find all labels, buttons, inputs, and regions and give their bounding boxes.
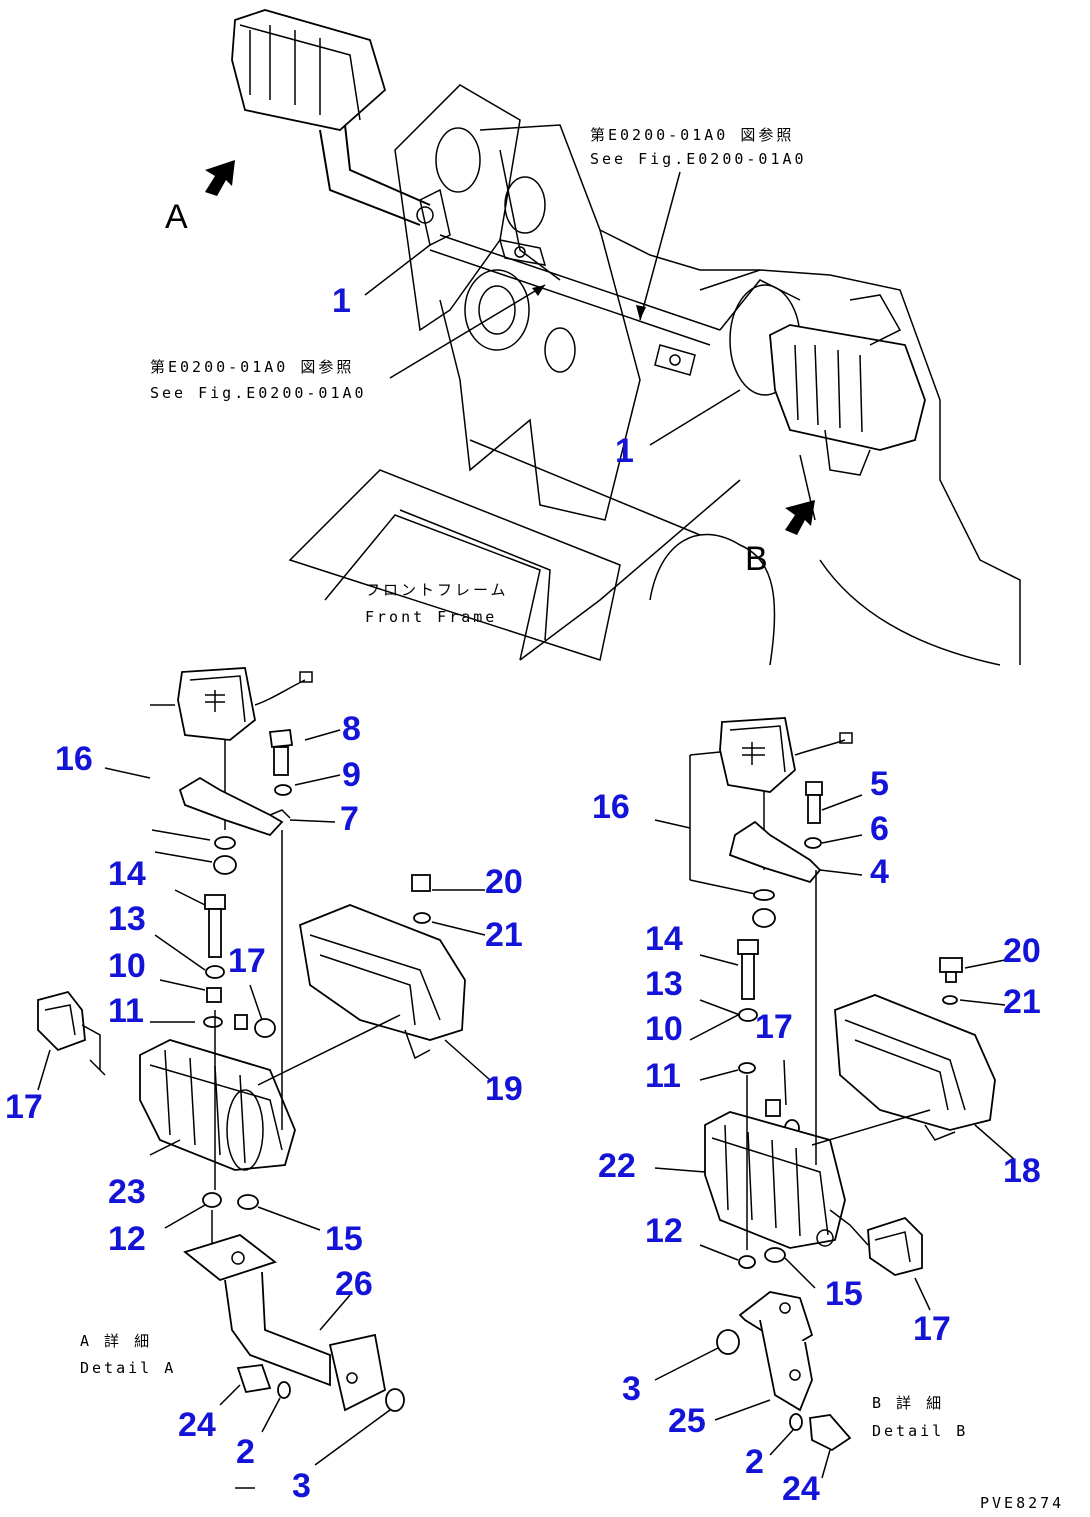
callout-16-b: 16 [592,788,630,826]
callout-6: 6 [870,810,889,848]
detail-a-en: Detail A [80,1359,176,1377]
callout-26: 26 [335,1265,373,1303]
callout-17-b1: 17 [755,1008,793,1046]
detail-b-jp: B 詳 細 [872,1394,944,1412]
callout-7: 7 [340,800,359,838]
callout-20-a: 20 [485,863,523,901]
detail-b-en: Detail B [872,1422,968,1440]
front-frame-en: Front Frame [365,608,497,626]
callout-17-a1: 17 [228,942,266,980]
callout-20-b: 20 [1003,932,1041,970]
callout-5: 5 [870,765,889,803]
callout-10-b: 10 [645,1010,683,1048]
callout-13-a: 13 [108,900,146,938]
callout-1-right: 1 [615,432,634,470]
ref-note-2-en: See Fig.E0200-01A0 [150,384,367,402]
callout-3-b: 3 [622,1370,641,1408]
detail-a-jp: A 詳 細 [80,1332,152,1350]
callout-15-a: 15 [325,1220,363,1258]
front-frame-assembly [231,9,1021,666]
callout-2-b: 2 [745,1443,764,1481]
view-label-b: B [745,540,768,578]
ref-note-2-jp: 第E0200-01A0 図参照 [150,358,354,376]
detail-b-leaders [654,794,1016,1479]
callout-11-b: 11 [645,1057,681,1095]
ref-note-1-jp: 第E0200-01A0 図参照 [590,126,794,144]
callout-14-b: 14 [645,920,683,958]
detail-a-parts [37,667,466,1412]
callout-17-a2: 17 [5,1088,43,1126]
detail-a-callouts: 16 8 9 7 14 13 10 17 11 17 23 12 15 26 2… [5,710,523,1505]
view-arrow-b [785,500,815,535]
callout-21-b: 21 [1003,983,1041,1021]
callout-10-a: 10 [108,947,146,985]
callout-24-b: 24 [782,1470,820,1508]
callout-8: 8 [342,710,361,748]
ref-note-1-en: See Fig.E0200-01A0 [590,150,807,168]
callout-23: 23 [108,1173,146,1211]
callout-2-a: 2 [236,1433,255,1471]
callout-1-left: 1 [332,282,351,320]
callout-11-a: 11 [108,992,144,1030]
callout-25: 25 [668,1402,706,1440]
detail-b-callouts: 16 5 6 4 14 13 10 17 11 22 12 15 17 3 25… [592,765,1041,1508]
view-arrow-a [205,160,235,196]
view-label-a: A [165,198,188,236]
callout-16-a: 16 [55,740,93,778]
callout-19: 19 [485,1070,523,1108]
detail-b-parts [689,717,996,1452]
callout-14-a: 14 [108,855,146,893]
callout-12-b: 12 [645,1212,683,1250]
callout-4: 4 [870,853,889,891]
callout-13-b: 13 [645,965,683,1003]
callout-22: 22 [598,1147,636,1185]
drawing-code: PVE8274 [980,1494,1064,1512]
callout-9: 9 [342,756,361,794]
callout-24-a: 24 [178,1406,216,1444]
callout-18: 18 [1003,1152,1041,1190]
detail-a-leaders [37,729,491,1489]
callout-17-b2: 17 [913,1310,951,1348]
front-frame-jp: フロントフレーム [365,581,509,599]
callout-21-a: 21 [485,916,523,954]
callout-12-a: 12 [108,1220,146,1258]
callout-15-b: 15 [825,1275,863,1313]
callout-3-a: 3 [292,1467,311,1505]
